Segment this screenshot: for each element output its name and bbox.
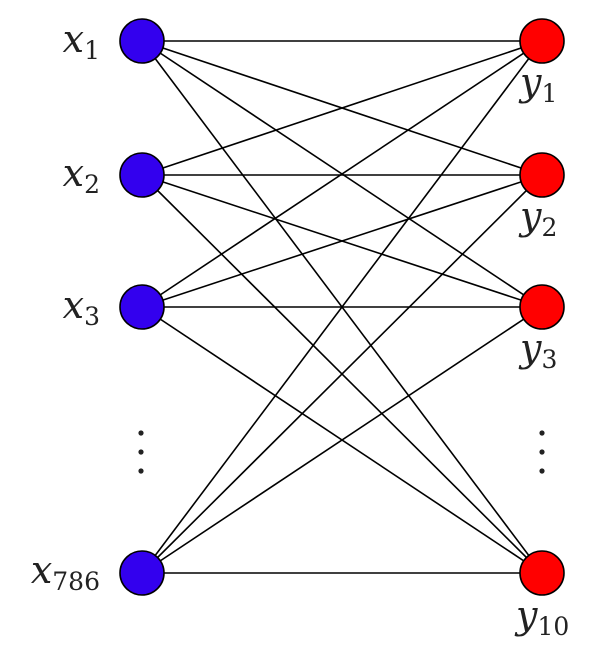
output-ellipsis <box>539 430 545 474</box>
output-nodes <box>519 18 565 596</box>
input-ellipsis <box>138 430 144 474</box>
output-label-y10: y10 <box>514 593 569 641</box>
input-node-x3 <box>119 284 165 330</box>
connection-edges <box>141 40 543 574</box>
edge-1-0 <box>141 40 543 176</box>
edge-2-1 <box>141 174 543 308</box>
edge-3-1 <box>141 174 543 574</box>
input-label-x1: x1 <box>63 17 100 65</box>
edge-2-0 <box>141 40 543 308</box>
input-node-x1 <box>119 18 165 64</box>
input-node-x786 <box>119 550 165 596</box>
output-label-y2: y2 <box>518 194 557 242</box>
output-node-y1 <box>519 18 565 64</box>
output-label-y1: y1 <box>518 60 557 108</box>
output-node-y2 <box>519 152 565 198</box>
edge-3-2 <box>141 306 543 574</box>
output-label-y3: y3 <box>518 326 557 374</box>
input-label-x786: x786 <box>31 548 100 596</box>
output-node-y3 <box>519 284 565 330</box>
edge-3-0 <box>141 40 543 574</box>
input-nodes <box>119 18 165 596</box>
output-node-y10 <box>519 550 565 596</box>
input-node-x2 <box>119 152 165 198</box>
input-label-x3: x3 <box>63 283 100 331</box>
input-label-x2: x2 <box>63 151 100 199</box>
